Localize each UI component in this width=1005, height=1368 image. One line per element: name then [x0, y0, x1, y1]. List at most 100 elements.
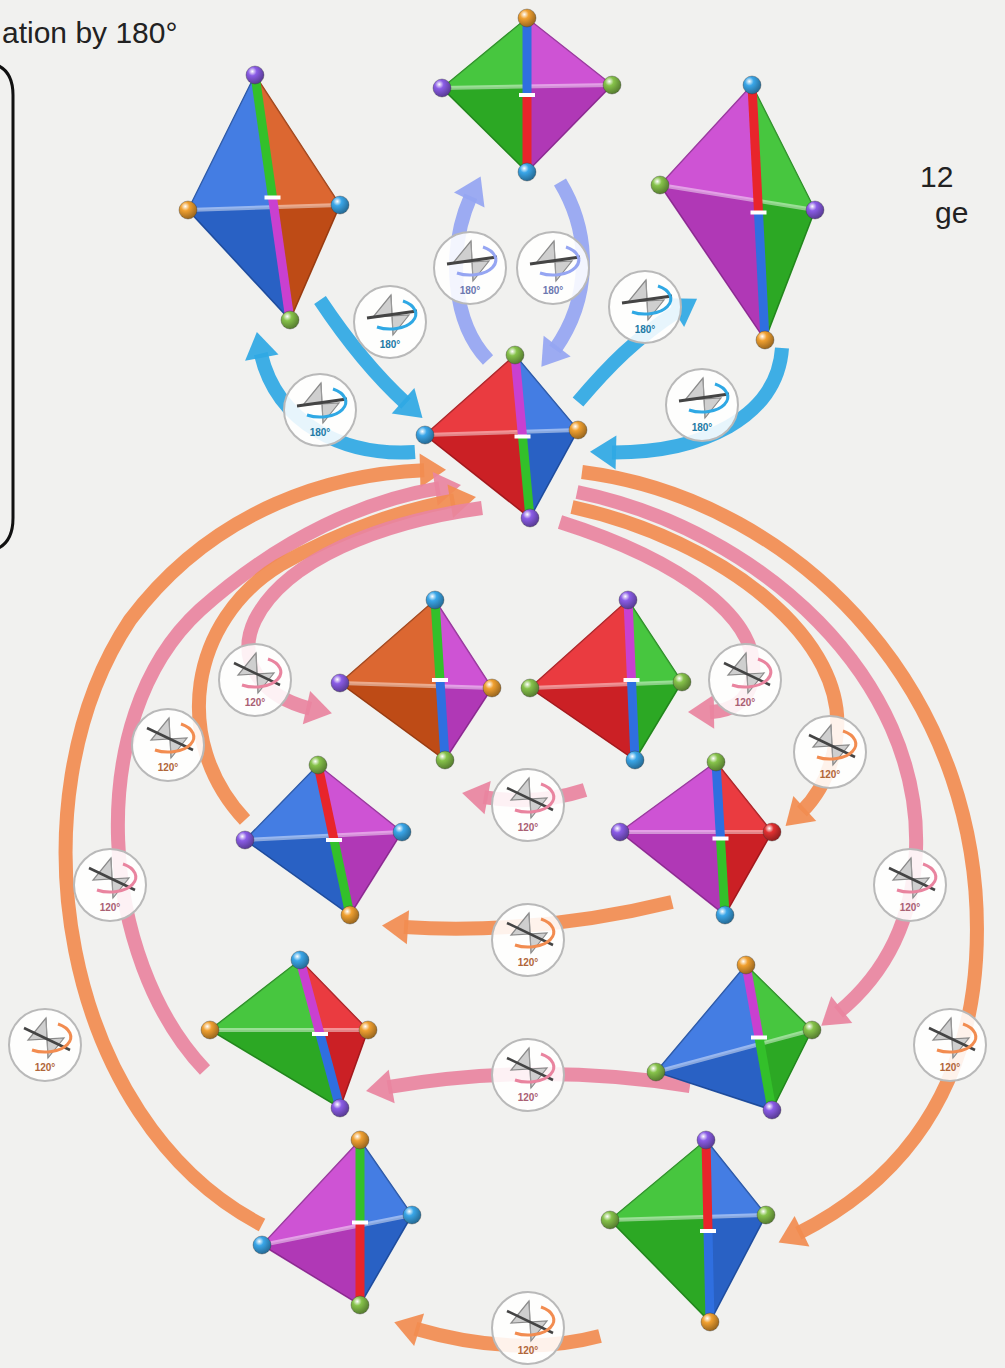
bracket [0, 62, 13, 552]
rotation-sense [515, 919, 554, 947]
tetra-edge [440, 680, 445, 760]
rotation-angle: 180° [543, 285, 564, 303]
tetra-edge [188, 205, 340, 210]
rotation-axis [622, 296, 672, 303]
vertex-ball [331, 1099, 349, 1117]
tetrahedron [521, 591, 691, 769]
tetra-edge [262, 1215, 412, 1245]
vertex-ball [697, 1131, 715, 1149]
heading-fragment: ation by 180° [2, 16, 177, 50]
tetra-shade [210, 1030, 368, 1108]
tetra-edge [245, 832, 402, 840]
arrowhead [392, 388, 423, 418]
tetra-edge [706, 1140, 708, 1231]
vertex-ball [518, 9, 536, 27]
rotation-sense [307, 389, 346, 417]
tetra-edge [716, 762, 721, 839]
tetra-midmark [751, 211, 767, 215]
tetra-edge [273, 198, 291, 321]
rotation-angle: 120° [518, 822, 539, 840]
vertex-ball [341, 906, 359, 924]
tetra-light [530, 600, 682, 688]
tetra-edge [759, 1038, 772, 1111]
tetrahedron [433, 9, 621, 181]
tetra-shade [610, 1215, 766, 1322]
tetra-shade [442, 85, 612, 172]
tetrahedron [601, 1131, 775, 1331]
rotation-icon: 120° [218, 643, 292, 717]
heading-fragment: ge [935, 196, 968, 230]
rotation-icon: 120° [131, 708, 205, 782]
vertex-ball [518, 163, 536, 181]
vertex-ball [359, 1021, 377, 1039]
tetra-light [188, 75, 340, 210]
arrowhead [303, 691, 332, 724]
rotation-axis [367, 311, 417, 318]
rotation-icon: 120° [491, 903, 565, 977]
rotation-sense [937, 1024, 976, 1052]
vertex-ball [619, 591, 637, 609]
arrowhead [688, 695, 714, 729]
rotation-angle: 120° [158, 762, 179, 780]
tetra-edge [708, 1231, 710, 1322]
vertex-ball [246, 66, 264, 84]
tetra-edge [255, 75, 273, 198]
arrowhead [394, 1314, 424, 1347]
rotation-angle: 120° [245, 697, 266, 715]
vertex-ball [521, 509, 539, 527]
rotation-icon: 120° [8, 1008, 82, 1082]
vertex-ball [403, 1206, 421, 1224]
vertex-ball [611, 823, 629, 841]
tetra-edge [318, 765, 334, 840]
rotation-angle: 120° [518, 1092, 539, 1110]
tetra-edge [210, 1028, 368, 1032]
rotation-sense [540, 247, 579, 275]
tetra-edge [515, 355, 523, 437]
tetra-edge [435, 600, 440, 680]
tetra-edge [620, 830, 772, 834]
tetra-edge [523, 95, 532, 172]
vertex-ball [506, 346, 524, 364]
tetra-light [245, 765, 402, 840]
rotation-sense [32, 1024, 71, 1052]
tetra-edge [721, 839, 726, 916]
arrowhead [590, 435, 616, 469]
rotation-icon: 120° [913, 1008, 987, 1082]
tetra-edge [656, 1030, 812, 1072]
rotation-sense [515, 1054, 554, 1082]
tetra-edge [752, 85, 759, 213]
vertex-ball [253, 1236, 271, 1254]
rotation-angle: 180° [460, 285, 481, 303]
tetra-edge [523, 437, 531, 519]
tetra-shade [245, 832, 402, 915]
rotation-icon: 120° [793, 715, 867, 789]
arrowhead [821, 996, 852, 1025]
rotation-sense [817, 731, 856, 759]
tetrahedron [611, 753, 781, 924]
rotation-angle: 180° [310, 427, 331, 445]
vertex-ball [626, 751, 644, 769]
tetra-midmark [713, 837, 729, 841]
arrowhead [786, 796, 817, 826]
rotation-icon: 180° [283, 373, 357, 447]
tetra-midmark [326, 838, 342, 842]
rotation-icon: 120° [73, 848, 147, 922]
vertex-ball [673, 673, 691, 691]
tetra-midmark [519, 93, 535, 97]
vertex-ball [309, 756, 327, 774]
tetra-light [656, 965, 812, 1072]
arrowhead [245, 332, 278, 361]
tetra-edge [759, 213, 766, 341]
vertex-ball [179, 201, 197, 219]
rotation-sense [377, 301, 416, 329]
vertex-ball [603, 76, 621, 94]
vertex-ball [331, 196, 349, 214]
arrowhead [454, 177, 485, 208]
vertex-ball [763, 1101, 781, 1119]
vertex-ball [483, 679, 501, 697]
rotation-sense [155, 724, 194, 752]
tetra-midmark [432, 678, 448, 682]
tetra-edge [425, 430, 578, 435]
tetra-light [610, 1140, 766, 1220]
tetra-light [340, 600, 492, 688]
